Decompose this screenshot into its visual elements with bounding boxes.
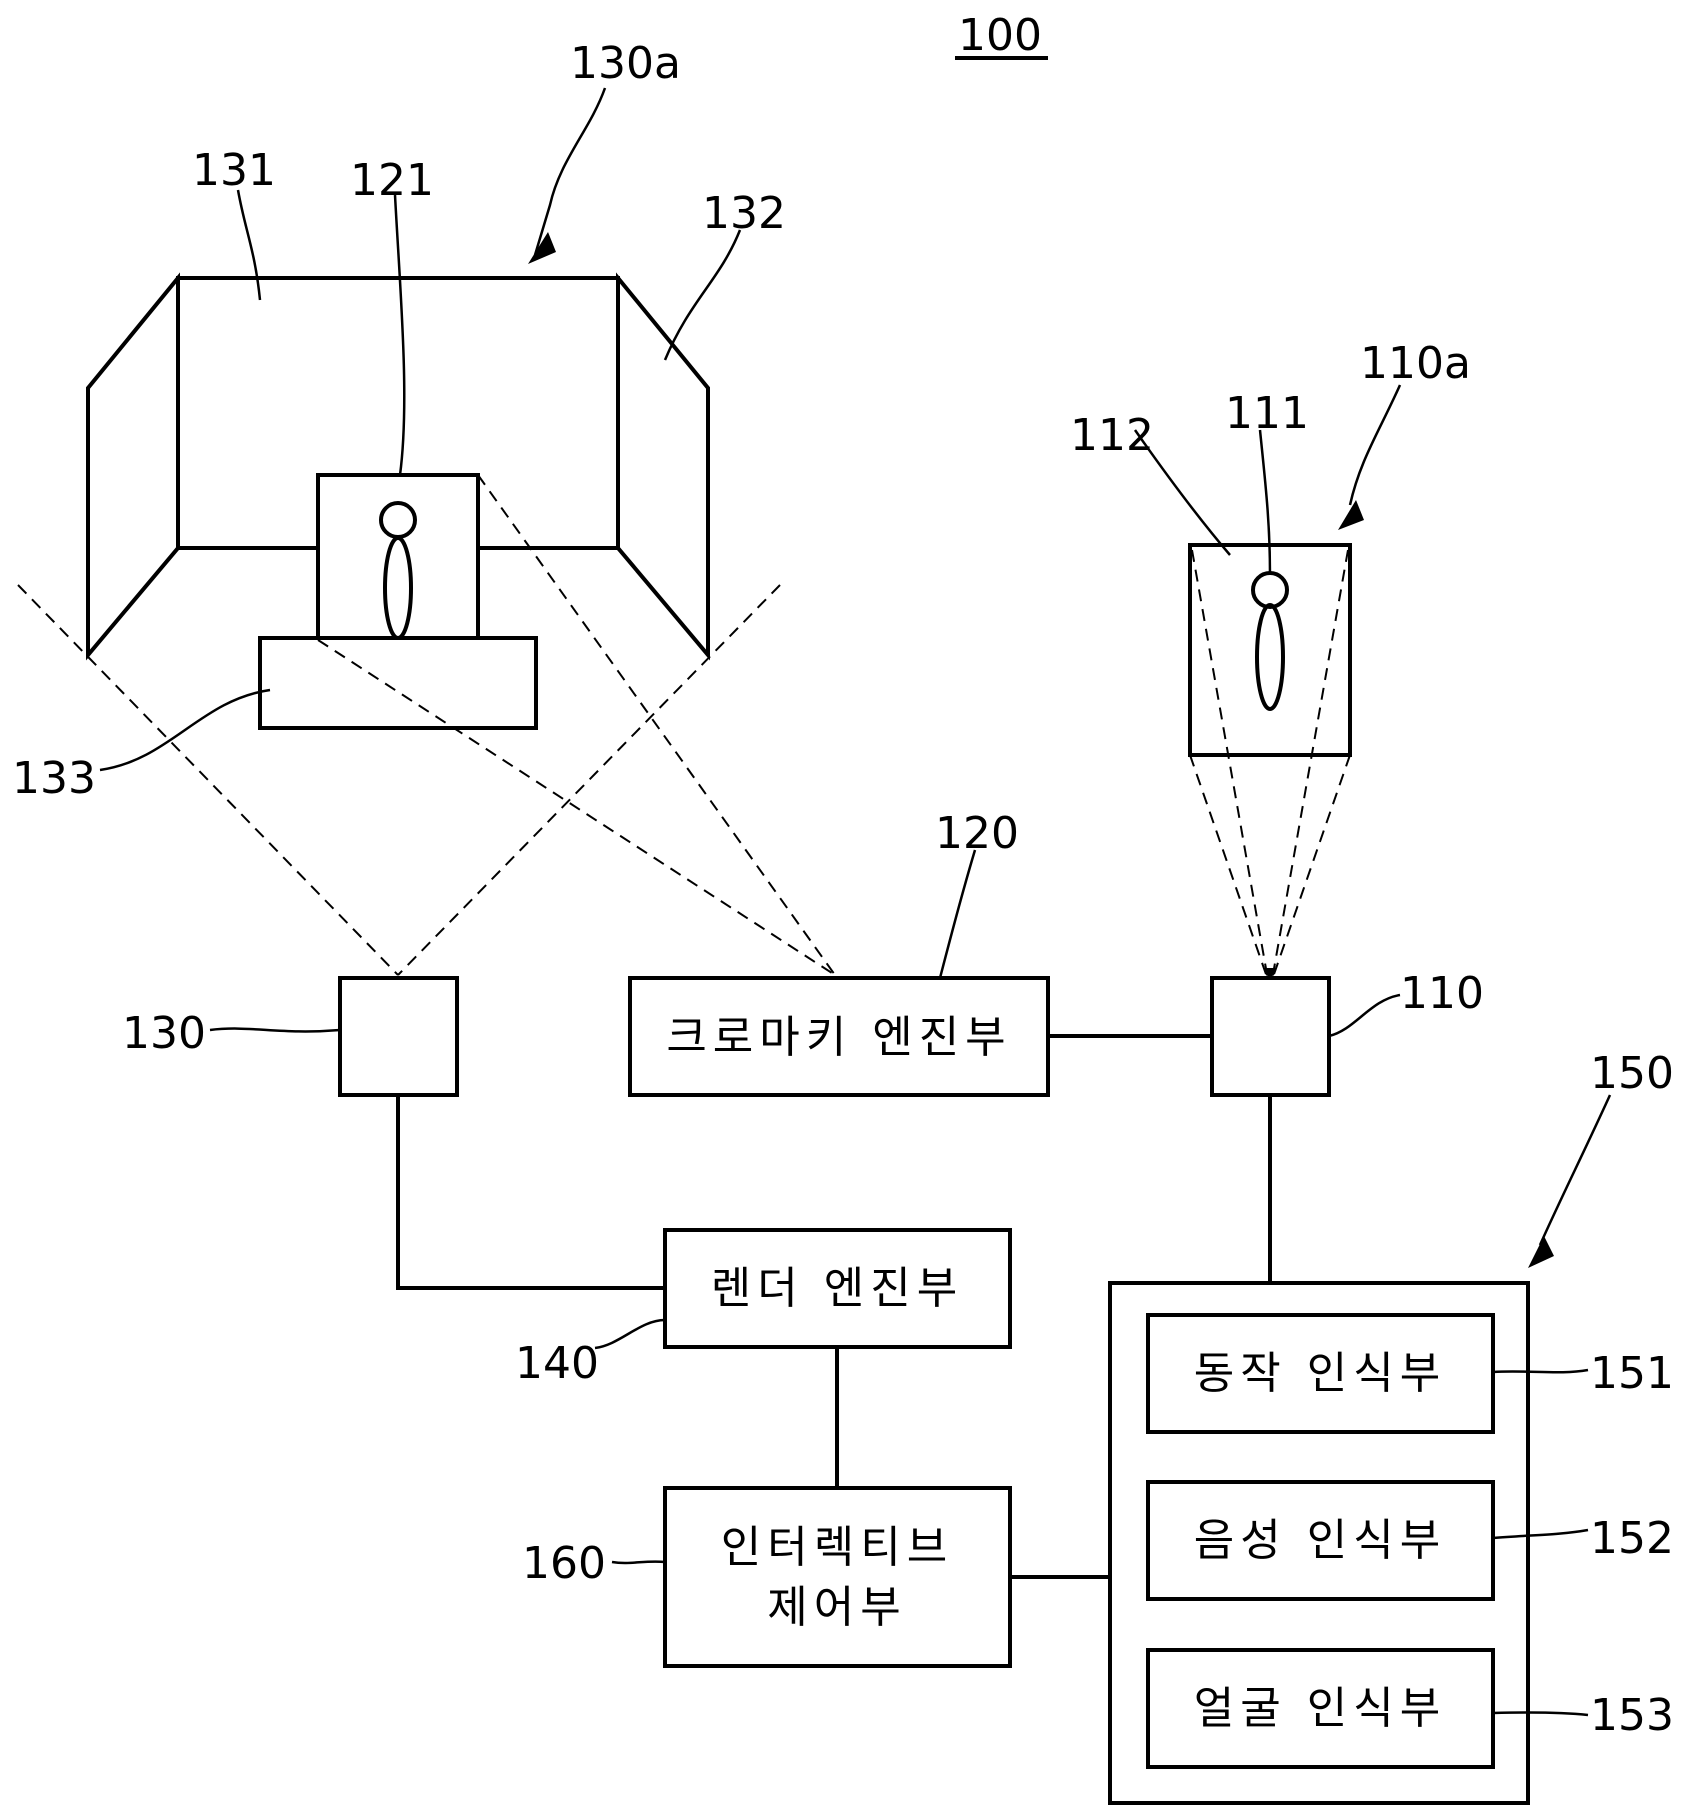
outer-dashed (1271, 754, 1351, 981)
fov-line (397, 584, 781, 976)
leader-150 (1538, 1094, 1612, 1246)
capture-frame-112 (1188, 543, 1352, 757)
leader-160 (611, 1560, 666, 1565)
label-140: 140 (515, 1338, 599, 1389)
leader-151 (1492, 1368, 1589, 1374)
face-recognition-box (1146, 1648, 1495, 1769)
interactive-control-label-1: 인터렉티브 (721, 1522, 953, 1573)
left-wing-wall (86, 272, 180, 661)
label-120: 120 (935, 808, 1019, 859)
leader-112 (1133, 429, 1231, 556)
label-130a: 130a (570, 38, 681, 89)
leader-130 (209, 1027, 341, 1033)
camera-110 (1210, 976, 1331, 1097)
motion-recognition-box (1146, 1313, 1495, 1434)
arrowhead (1264, 968, 1276, 982)
leader-lines (99, 87, 1612, 1717)
label-152: 152 (1590, 1513, 1674, 1564)
label-150: 150 (1590, 1048, 1674, 1099)
capture-panel-110a (1188, 543, 1352, 982)
render-engine-box (663, 1228, 1012, 1349)
label-133: 133 (12, 753, 96, 804)
projection-line (317, 639, 836, 976)
figure-number: 100 (958, 10, 1042, 61)
arrowhead-130a (528, 232, 556, 264)
connections (396, 1034, 1272, 1579)
label-130: 130 (122, 1008, 206, 1059)
leader-132 (663, 229, 742, 361)
leader-140 (594, 1318, 666, 1350)
chromakey-engine-box (628, 976, 1050, 1097)
render-engine-label: 렌더 엔진부 (711, 1263, 963, 1314)
subject-panel-121 (316, 473, 480, 642)
fov-line (17, 584, 399, 976)
leader-110a (1348, 384, 1402, 506)
label-131: 131 (192, 145, 276, 196)
label-121: 121 (350, 155, 434, 206)
leader-153 (1492, 1711, 1589, 1717)
leader-131 (236, 189, 262, 301)
label-112: 112 (1070, 410, 1154, 461)
voice-recognition-label: 음성 인식부 (1194, 1515, 1446, 1566)
face-recognition-label: 얼굴 인식부 (1194, 1683, 1446, 1734)
label-110: 110 (1400, 968, 1484, 1019)
platform-133 (258, 636, 538, 730)
leader-133 (99, 688, 271, 772)
leader-152 (1492, 1528, 1589, 1540)
leader-130a (533, 87, 607, 256)
label-153: 153 (1590, 1690, 1674, 1741)
arrowhead-110a (1338, 500, 1364, 530)
link-130-140 (396, 1095, 665, 1290)
chromakey-projection-lines (317, 474, 836, 976)
voice-recognition-box (1146, 1480, 1495, 1601)
leader-120 (938, 849, 977, 979)
studio-set (86, 272, 710, 730)
leader-121 (393, 194, 406, 476)
arrowhead-150 (1528, 1236, 1554, 1268)
projection-line (477, 474, 836, 976)
inner-dashed (1271, 549, 1349, 981)
inner-dashed (1191, 549, 1269, 981)
leader-110 (1328, 993, 1401, 1038)
label-160: 160 (522, 1538, 606, 1589)
label-151: 151 (1590, 1348, 1674, 1399)
label-132: 132 (702, 188, 786, 239)
interactive-control-box (663, 1486, 1012, 1668)
motion-recognition-label: 동작 인식부 (1194, 1348, 1446, 1399)
right-wing-wall-132 (616, 272, 710, 661)
outer-dashed (1189, 754, 1269, 981)
camera-130-fov (17, 584, 781, 976)
capture-subject-body (1255, 603, 1285, 711)
leader-111 (1258, 429, 1272, 576)
chromakey-engine-label: 크로마키 엔진부 (666, 1012, 1011, 1063)
camera-130 (338, 976, 459, 1097)
interactive-control-label-2: 제어부 (767, 1582, 906, 1633)
label-110a: 110a (1360, 338, 1471, 389)
label-111: 111 (1225, 388, 1309, 439)
